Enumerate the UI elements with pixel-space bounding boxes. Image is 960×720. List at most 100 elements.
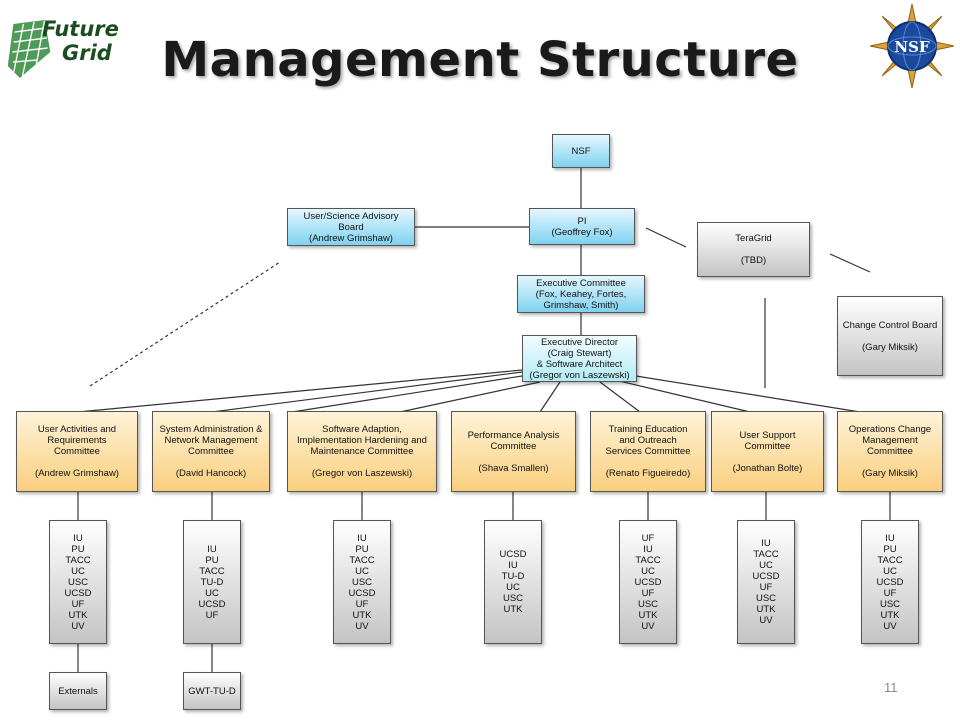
box-text-line: UC <box>205 587 219 599</box>
box-text-line: UTK <box>638 609 658 621</box>
box-text-line: UV <box>641 620 655 632</box>
box-text-line: (Craig Stewart) <box>547 347 612 359</box>
box-text-line: UTK <box>503 604 523 615</box>
box-text-line: USC <box>637 598 659 610</box>
box-text-line: Executive Committee <box>536 277 626 289</box>
box-text-line: IU <box>643 543 653 555</box>
box-text-line: Committee <box>54 446 100 457</box>
box-text-line: Training Education <box>608 424 688 435</box>
grid-mark-icon <box>8 20 51 78</box>
box-text-line: UF <box>759 582 773 593</box>
box-text-line: TACC <box>877 554 903 566</box>
box-text-line: (Gary Miksik) <box>862 468 918 479</box>
box-text-line: USC <box>502 593 524 604</box>
box-text-line: UCSD <box>876 576 904 588</box>
box-text-line: PU <box>355 543 369 555</box>
committee-box: System Administration &Network Managemen… <box>152 411 270 492</box>
executive-committee-box: Executive Committee(Fox, Keahey, Fortes,… <box>517 275 645 313</box>
box-text-line: Maintenance Committee <box>310 446 414 457</box>
box-text-line: UCSD <box>634 576 662 588</box>
box-text-line: Implementation Hardening and <box>297 435 427 446</box>
box-text-line: (Andrew Grimshaw) <box>35 468 119 479</box>
box-text-line: (Renato Figueiredo) <box>605 468 691 479</box>
box-text-line: Committee <box>867 446 913 457</box>
box-text-line: TeraGrid <box>735 233 772 244</box>
box-text-line: IU <box>761 538 771 549</box>
box-text-line: UC <box>641 565 655 577</box>
box-text-line: (Jonathan Bolte) <box>732 462 803 474</box>
box-text-line: Management <box>862 435 918 446</box>
box-text-line: UF <box>71 598 85 610</box>
futuregrid-logo: Future Grid <box>8 17 119 78</box>
nsf-logo: NSF <box>869 3 955 89</box>
box-text-line: PI <box>577 215 587 227</box>
box-text-line: UC <box>883 565 897 577</box>
box-text-line: IU <box>885 532 895 544</box>
box-text-line: (Fox, Keahey, Fortes, <box>535 288 627 300</box>
box-text-line: UF <box>641 532 655 544</box>
box-text-line: (Andrew Grimshaw) <box>309 232 393 244</box>
box-text-line: UCSD <box>752 571 780 582</box>
box-text-line: IU <box>508 560 518 571</box>
box-text-line: (TBD) <box>740 255 767 266</box>
box-text-line: TACC <box>199 565 225 577</box>
box-text-line: Committee <box>490 440 537 452</box>
box-text-line: TACC <box>635 554 661 566</box>
box-text-line: UTK <box>880 609 900 621</box>
box-text-line: User Activities and <box>37 424 117 435</box>
box-text-line: UV <box>759 615 773 626</box>
change-control-board-box: Change Control Board(Gary Miksik) <box>837 296 943 376</box>
box-text-line: UCSD <box>499 549 527 560</box>
box-text-line: Services Committee <box>605 446 691 457</box>
box-text-line: (Shava Smallen) <box>478 462 549 474</box>
box-text-line: TU-D <box>200 576 224 588</box>
nsf-box: NSF <box>552 134 610 168</box>
box-text-line: IU <box>73 532 83 544</box>
svg-text:Future: Future <box>42 17 119 41</box>
box-text-line: Operations Change <box>848 424 932 435</box>
box-text-line: (David Hancock) <box>175 468 247 479</box>
box-text-line: Software Adaption, <box>322 424 402 435</box>
box-text-line: USC <box>755 593 777 604</box>
box-text-line: PU <box>205 554 219 566</box>
box-text-line: UV <box>883 620 897 632</box>
box-text-line: User Support <box>739 429 796 441</box>
teragrid-box: TeraGrid (TBD) <box>697 222 810 277</box>
box-text-line: & Software Architect <box>536 358 623 370</box>
box-text-line: UV <box>71 620 85 632</box>
box-text-line: UF <box>355 598 369 610</box>
box-text-line: TACC <box>65 554 91 566</box>
box-text-line: UF <box>883 587 897 599</box>
executive-director-box: Executive Director(Craig Stewart)& Softw… <box>522 335 637 382</box>
page-number: 11 <box>884 680 898 695</box>
svg-text:Grid: Grid <box>62 41 113 65</box>
external-partner-box: Externals <box>49 672 107 710</box>
box-text-line: User/Science Advisory <box>303 210 399 222</box>
box-text-line: UCSD <box>198 598 226 610</box>
box-text-line: USC <box>351 576 373 588</box>
box-text-line: UC <box>71 565 85 577</box>
box-text-line: IU <box>207 543 217 555</box>
svg-text:NSF: NSF <box>894 38 930 56</box>
box-text-line: Network Management <box>164 435 258 446</box>
committee-box: Software Adaption,Implementation Hardeni… <box>287 411 437 492</box>
box-text-line: UC <box>506 582 520 593</box>
box-text-line: UF <box>641 587 655 599</box>
box-text-line: Executive Director <box>540 336 619 348</box>
box-text-line: Committee <box>744 440 791 452</box>
box-text-line: IU <box>357 532 367 544</box>
